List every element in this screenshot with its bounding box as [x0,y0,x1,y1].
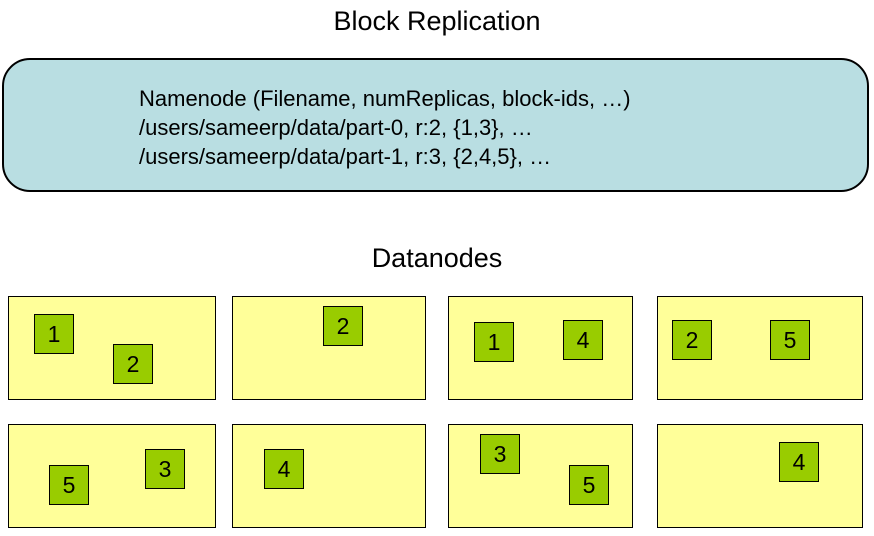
datanode-3-block-4: 4 [563,320,603,360]
diagram-title: Block Replication [333,6,541,36]
namenode-box: Namenode (Filename, numReplicas, block-i… [2,58,869,192]
datanode-7-block-5: 5 [569,465,609,505]
datanode-7-block-3: 3 [480,434,520,474]
datanode-8: 4 [657,424,863,528]
namenode-line-1: Namenode (Filename, numReplicas, block-i… [139,86,631,111]
namenode-text: Namenode (Filename, numReplicas, block-i… [139,84,631,171]
datanode-2-block-2: 2 [323,306,363,346]
datanode-4-block-5: 5 [770,320,810,360]
datanode-1-block-1: 1 [34,314,74,354]
namenode-line-2: /users/sameerp/data/part-0, r:2, {1,3}, … [139,115,533,140]
datanode-5-block-3: 3 [145,449,185,489]
datanode-4-block-2: 2 [672,320,712,360]
datanode-8-block-4: 4 [779,442,819,482]
datanode-1-block-2: 2 [113,344,153,384]
datanode-6-block-4: 4 [264,449,304,489]
datanodes-label: Datanodes [371,243,503,273]
datanode-2: 2 [232,296,426,400]
datanode-6: 4 [232,424,426,528]
datanode-3-block-1: 1 [474,322,514,362]
namenode-line-3: /users/sameerp/data/part-1, r:3, {2,4,5}… [139,144,552,169]
datanode-5-block-5: 5 [49,465,89,505]
